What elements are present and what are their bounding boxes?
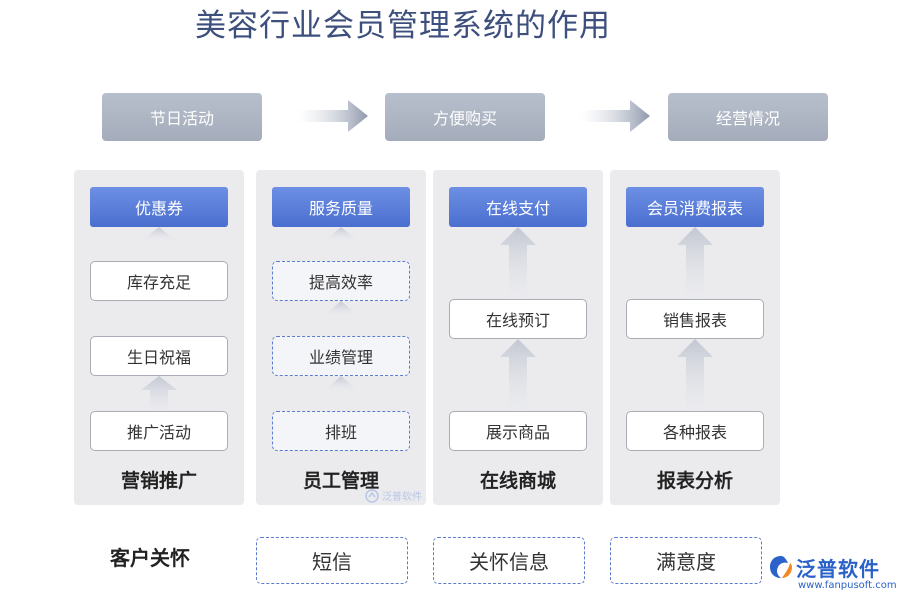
panel-label-report-analysis: 报表分析	[656, 470, 733, 492]
panel-head-coupon: 优惠券	[90, 187, 228, 227]
page-title: 美容行业会员管理系统的作用	[195, 8, 611, 44]
node-improve-efficiency: 提高效率	[272, 261, 410, 301]
up-arrow-icon	[677, 227, 713, 299]
brand-logo-icon	[770, 556, 792, 578]
up-arrow-icon	[325, 376, 357, 390]
panel-label-online-mall: 在线商城	[479, 470, 556, 492]
node-stock-sufficient: 库存充足	[90, 261, 228, 301]
care-item-care-message: 关怀信息	[433, 537, 585, 584]
node-various-reports: 各种报表	[626, 411, 764, 451]
panel-staff-management: 服务质量 提高效率 业绩管理 排班 员工管理	[256, 170, 426, 505]
panel-head-member-consumption-report: 会员消费报表	[626, 187, 764, 227]
node-promotion-activity: 推广活动	[90, 411, 228, 451]
node-sales-report: 销售报表	[626, 299, 764, 339]
panel-label-staff-management: 员工管理	[302, 470, 379, 492]
care-item-satisfaction: 满意度	[610, 537, 762, 584]
node-performance-management: 业绩管理	[272, 336, 410, 376]
panel-head-online-payment: 在线支付	[449, 187, 587, 227]
up-arrow-icon	[325, 301, 357, 315]
panel-label-marketing: 营销推广	[120, 470, 197, 492]
panel-report-analysis: 会员消费报表 销售报表 各种报表 报表分析	[610, 170, 780, 505]
brand-logo: 泛普软件 www.fanpusoft.com	[768, 551, 897, 597]
brand-url: www.fanpusoft.com	[798, 580, 897, 591]
flow-box-business-status: 经营情况	[668, 93, 828, 141]
panel-marketing: 优惠券 库存充足 生日祝福 推广活动 营销推广	[74, 170, 244, 505]
right-arrow-icon	[298, 100, 368, 132]
watermark-logo-icon	[365, 488, 379, 503]
up-arrow-icon	[500, 339, 536, 411]
node-birthday-greeting: 生日祝福	[90, 336, 228, 376]
flow-box-easy-purchase: 方便购买	[385, 93, 545, 141]
up-arrow-icon	[677, 339, 713, 411]
right-arrow-icon	[580, 100, 650, 132]
up-arrow-icon	[141, 376, 177, 412]
care-item-sms: 短信	[256, 537, 408, 584]
brand-name: 泛普软件	[796, 557, 880, 581]
panel-head-service-quality: 服务质量	[272, 187, 410, 227]
node-online-booking: 在线预订	[449, 299, 587, 339]
customer-care-label: 客户关怀	[110, 546, 190, 570]
watermark-text: 泛普软件	[382, 492, 422, 503]
flow-box-festival-activities: 节日活动	[102, 93, 262, 141]
watermark: 泛普软件	[365, 488, 422, 503]
up-arrow-icon	[325, 227, 357, 240]
panel-online-mall: 在线支付 在线预订 展示商品 在线商城	[433, 170, 603, 505]
node-display-products: 展示商品	[449, 411, 587, 451]
up-arrow-icon	[500, 227, 536, 299]
node-scheduling: 排班	[272, 411, 410, 451]
up-arrow-icon	[143, 227, 175, 240]
